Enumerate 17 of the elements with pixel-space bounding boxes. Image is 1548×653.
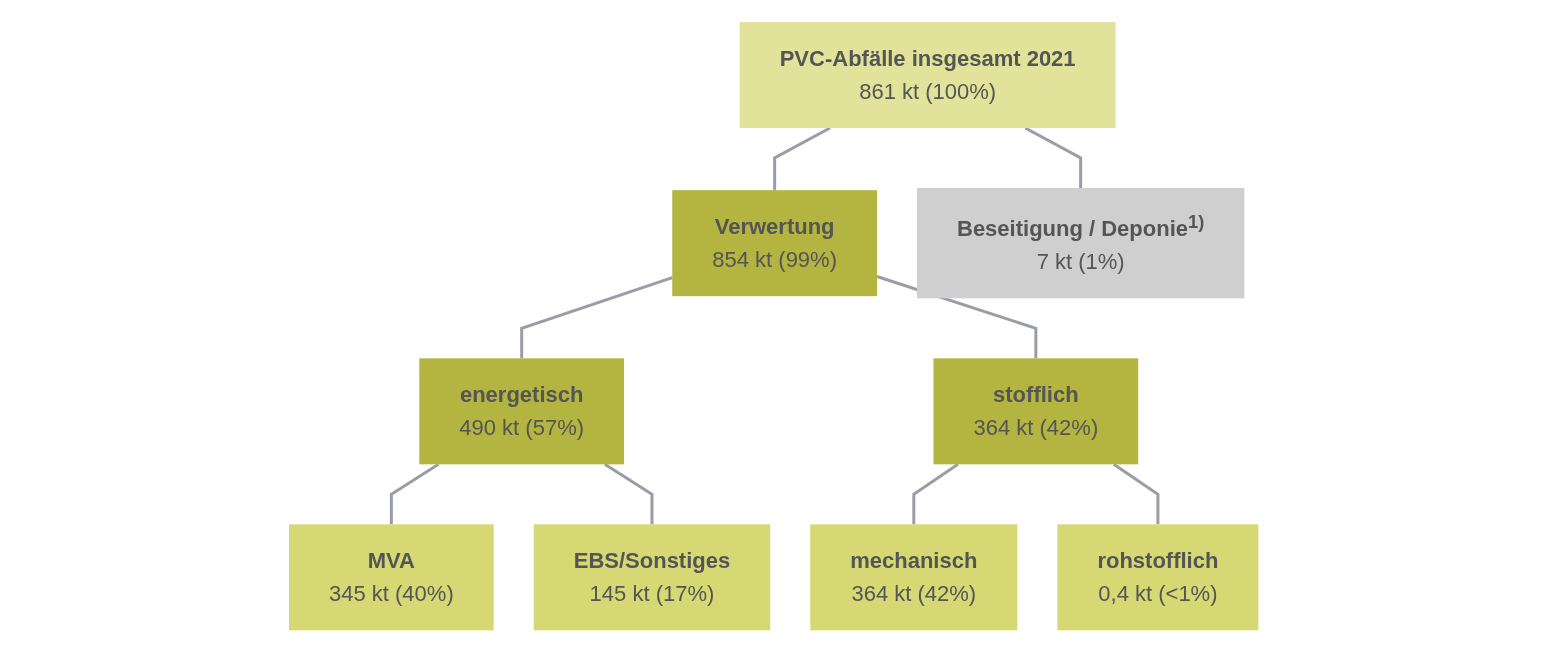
node-box: MVA 345 kt (40%) [289,524,495,631]
connector [876,275,1038,359]
node-box: mechanisch 364 kt (42%) [810,524,1018,631]
node-box: rohstofflich 0,4 kt (<1%) [1057,524,1259,631]
node-box: EBS/Sonstiges 145 kt (17%) [534,524,771,631]
node-box: stofflich 364 kt (42%) [933,358,1139,465]
connector [912,463,960,525]
connector [1024,127,1083,189]
connector [773,127,831,191]
node-box: Beseitigung / Deponie$^{1)}$ 7 kt (1%) [917,188,1245,299]
connector [1113,463,1160,525]
connector [520,276,674,359]
node-box: energetisch 490 kt (57%) [419,358,625,465]
node-box: Verwertung 854 kt (99%) [672,190,878,297]
connector [390,463,440,525]
connector [604,463,654,525]
node-box: PVC-Abfälle insgesamt 2021 861 kt (100%) [740,22,1116,129]
